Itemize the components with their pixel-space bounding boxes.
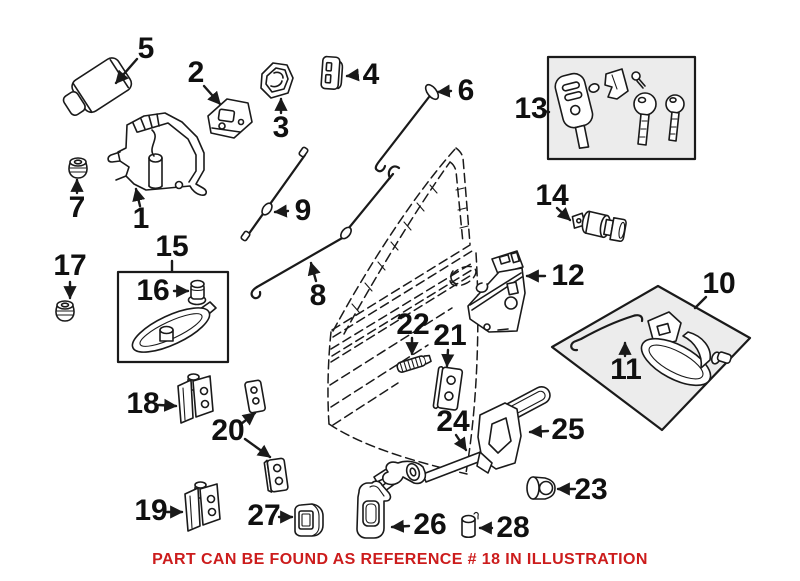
part-label-2: 2 <box>187 56 205 89</box>
part-label-17: 17 <box>53 249 87 282</box>
part-label-16: 16 <box>136 274 170 307</box>
part-8-rod <box>250 165 401 300</box>
part-4-drawing <box>320 55 344 90</box>
part-label-10: 10 <box>702 267 736 300</box>
door-outline <box>327 147 479 475</box>
part-23-drawing <box>526 476 556 500</box>
part-25-drawing <box>476 385 551 474</box>
part-17-drawing <box>55 300 75 322</box>
part-label-25: 25 <box>551 413 585 446</box>
callout-arrow-13 <box>542 109 551 114</box>
part-28-drawing <box>461 511 479 539</box>
part-label-8: 8 <box>309 279 327 312</box>
callout-arrow-6 <box>436 84 453 98</box>
callout-arrow-25 <box>528 424 550 438</box>
part-27-drawing <box>294 503 324 537</box>
part-label-22: 22 <box>396 308 430 341</box>
part-2-drawing <box>207 98 253 139</box>
part-label-6: 6 <box>457 74 475 107</box>
part-26-drawing <box>356 480 392 539</box>
callout-arrow-10 <box>693 295 708 310</box>
part-20-drawing <box>244 379 289 493</box>
part-24-drawing <box>373 447 495 492</box>
part-label-27: 27 <box>247 499 281 532</box>
part-label-20: 20 <box>211 414 245 447</box>
part-label-21: 21 <box>433 319 467 352</box>
part-7-drawing <box>68 157 88 179</box>
part-21-drawing <box>432 365 464 411</box>
part-1-drawing <box>107 112 207 196</box>
part-label-5: 5 <box>137 32 155 65</box>
callout-arrow-18 <box>157 398 178 412</box>
part-label-12: 12 <box>551 259 585 292</box>
part-18-drawing <box>177 373 214 424</box>
part-12-drawing <box>467 250 526 333</box>
part-label-24: 24 <box>436 405 470 438</box>
part-label-18: 18 <box>126 387 160 420</box>
part-label-4: 4 <box>362 58 380 91</box>
part-label-1: 1 <box>132 202 150 235</box>
part-label-15: 15 <box>155 230 189 263</box>
callout-arrow-4 <box>345 68 360 82</box>
part-label-7: 7 <box>68 191 86 224</box>
part-9-rod <box>240 146 309 242</box>
part-label-28: 28 <box>496 511 530 544</box>
part-label-11: 11 <box>610 353 642 386</box>
part-3-drawing <box>260 62 294 99</box>
callout-arrow-20 <box>239 411 257 426</box>
part-13-drawing <box>546 55 697 161</box>
part-label-23: 23 <box>574 473 608 506</box>
part-10-11-drawing <box>550 284 752 432</box>
callout-arrow-5 <box>114 57 139 85</box>
part-label-14: 14 <box>535 179 569 212</box>
callout-arrow-26 <box>390 519 411 533</box>
part-15-16-drawing <box>116 270 230 364</box>
part-14-drawing <box>571 210 627 243</box>
part-19-drawing <box>184 481 221 532</box>
part-label-26: 26 <box>413 508 447 541</box>
part-label-19: 19 <box>134 494 168 527</box>
part-label-3: 3 <box>272 111 290 144</box>
callout-arrow-24 <box>453 433 468 452</box>
part-5-drawing <box>62 57 133 116</box>
callout-arrow-14 <box>555 206 572 222</box>
part-22-drawing <box>396 354 432 373</box>
callout-arrow-21 <box>441 348 455 368</box>
part-label-9: 9 <box>294 194 312 227</box>
callout-arrow-9 <box>273 204 290 218</box>
reference-note: PART CAN BE FOUND AS REFERENCE # 18 IN I… <box>152 551 648 568</box>
callout-arrow-2 <box>202 84 222 106</box>
callout-arrow-20 <box>243 437 272 459</box>
part-label-13: 13 <box>514 92 548 125</box>
part-6-rod <box>374 83 440 173</box>
callout-arrow-8 <box>307 261 321 283</box>
callout-arrow-1 <box>132 187 146 208</box>
callout-arrows <box>63 57 708 535</box>
